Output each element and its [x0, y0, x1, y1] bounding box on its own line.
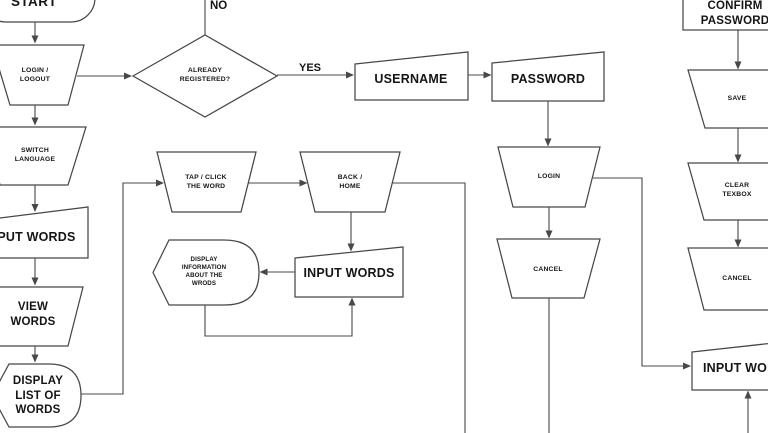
password-node-shape — [491, 51, 605, 102]
back-home-node-shape — [299, 151, 401, 213]
clear-texbox-node-shape — [687, 162, 768, 221]
view-words-node-shape — [0, 286, 84, 347]
edge-back-home-down — [392, 182, 466, 433]
confirm-password-node-shape — [682, 0, 768, 31]
display-info-node-shape — [152, 239, 260, 306]
username-node-shape — [354, 51, 469, 101]
input-words-left-node-shape — [0, 206, 89, 259]
edge-display-info-loop-to-input-words-mid — [204, 297, 356, 337]
tap-click-node-shape — [156, 151, 257, 213]
save-node-shape — [687, 69, 768, 129]
edge-login-to-input-words-br — [593, 177, 691, 370]
start-node-shape — [0, 0, 96, 23]
cancel-mid-node-shape — [496, 238, 601, 299]
input-words-br-node-shape — [691, 343, 768, 391]
login-logout-node-shape — [0, 44, 85, 106]
edge-display-list-to-tap-click — [80, 179, 164, 395]
switch-language-node-shape — [0, 126, 87, 186]
display-list-node-shape — [0, 363, 82, 428]
already-registered-decision-shape — [131, 34, 279, 118]
input-words-mid-node-shape — [294, 246, 404, 298]
cancel-right-node-shape — [687, 247, 768, 311]
edge-label-yes: YES — [299, 62, 322, 74]
login-node-shape — [497, 146, 601, 208]
edge-label-no: NO — [210, 0, 228, 12]
